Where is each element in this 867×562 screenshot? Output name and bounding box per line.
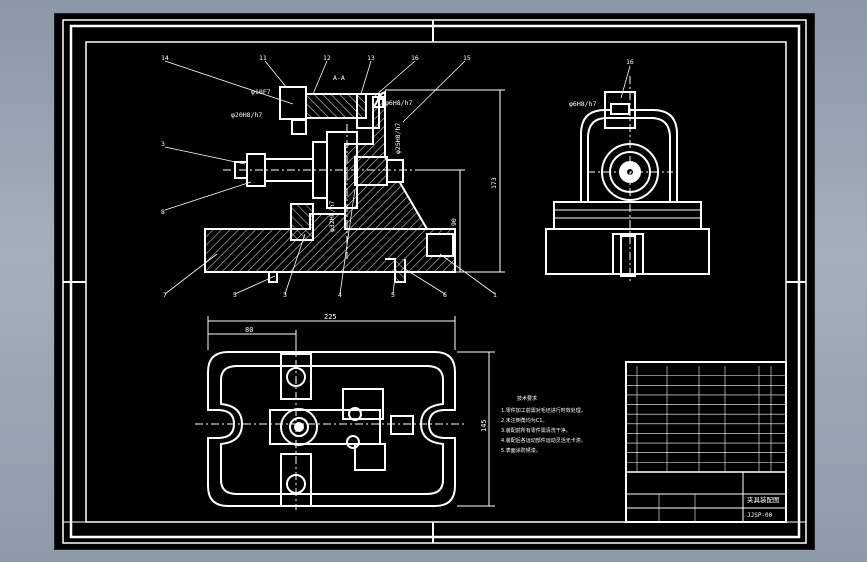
fit-annotation: φ6H8/h7 — [569, 100, 596, 108]
section-mark: A-A — [333, 74, 345, 82]
title-block — [625, 361, 787, 523]
balloon-label: 5 — [233, 291, 237, 299]
fit-annotation: φ10F7 — [251, 88, 271, 96]
fit-annotation: φ32H8/h7 — [328, 201, 336, 232]
drawing-name: 夹具装配图 — [747, 495, 780, 504]
dimension-label: 225 — [324, 313, 337, 321]
drawing-number: JJSP-00 — [747, 512, 773, 519]
side-view — [545, 65, 710, 284]
balloon-label: 8 — [161, 208, 165, 216]
balloon-label: 13 — [367, 54, 375, 62]
tech-note-line: 1.零件加工前需对毛坯进行时效处理。 — [501, 407, 586, 414]
top-view-labels: 225 80 145 — [245, 313, 488, 432]
parts-list — [626, 366, 786, 472]
top-view — [195, 316, 495, 510]
front-view — [164, 60, 505, 295]
tech-note-line: 2.未注倒角均为C1。 — [501, 417, 547, 424]
tech-note-line: 5.表面涂防锈漆。 — [501, 447, 541, 454]
dimension-label: 80 — [245, 326, 253, 334]
balloon-label: 14 — [161, 54, 169, 62]
balloon-label: 15 — [463, 54, 471, 62]
dimension-label: 173 — [490, 177, 498, 189]
front-view-labels: 14 11 12 13 16 15 3 8 7 5 3 4 5 6 1 A-A … — [161, 54, 498, 299]
tech-note-line: 3.装配前所有零件需清洗干净。 — [501, 427, 571, 434]
balloon-label: 16 — [411, 54, 419, 62]
dimension-label: 145 — [480, 419, 488, 432]
balloon-label: 5 — [391, 291, 395, 299]
balloon-label: 12 — [323, 54, 331, 62]
tech-note-line: 4.装配后各运动部件运动灵活无卡滞。 — [501, 437, 586, 444]
balloon-label: 16 — [626, 58, 634, 66]
tech-notes-title: 技术要求 — [517, 395, 537, 402]
fit-annotation: φ25H8/h7 — [394, 123, 402, 154]
title-block-text: 夹具装配图 JJSP-00 — [747, 495, 780, 519]
drawing-sheet: 14 11 12 13 16 15 3 8 7 5 3 4 5 6 1 A-A … — [54, 13, 815, 550]
sheet-border — [62, 19, 807, 544]
balloon-label: 6 — [443, 291, 447, 299]
balloon-label: 3 — [283, 291, 287, 299]
balloon-label: 11 — [259, 54, 267, 62]
balloon-label: 4 — [338, 291, 342, 299]
fit-annotation: φ6H8/h7 — [385, 99, 412, 107]
side-view-labels: 16 φ6H8/h7 — [569, 58, 634, 108]
technical-requirements: 技术要求 1.零件加工前需对毛坯进行时效处理。 2.未注倒角均为C1。 3.装配… — [501, 395, 586, 454]
balloon-label: 1 — [493, 291, 497, 299]
dimension-label: 90 — [450, 218, 458, 226]
fit-annotation: φ20H8/h7 — [231, 111, 262, 119]
assembly-drawing: 14 11 12 13 16 15 3 8 7 5 3 4 5 6 1 A-A … — [62, 19, 807, 544]
balloon-label: 3 — [161, 140, 165, 148]
balloon-label: 7 — [163, 291, 167, 299]
